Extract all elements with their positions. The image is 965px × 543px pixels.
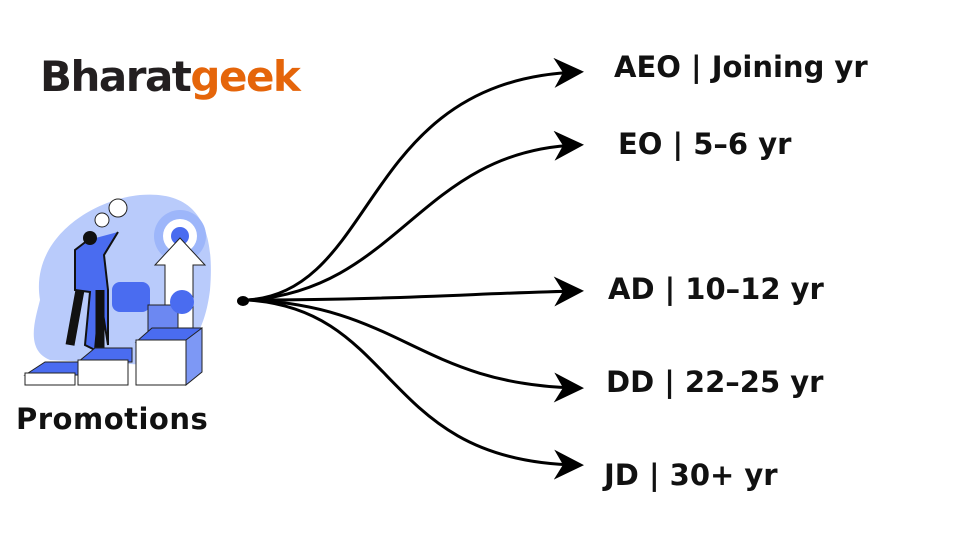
arrow-ad (247, 276, 584, 307)
arrow-dd (247, 298, 584, 403)
arrow-eo (247, 130, 584, 302)
branch-label-dd: DD | 22–25 yr (606, 365, 824, 399)
bharatgeek-logo: Bharatgeek (40, 52, 301, 101)
arrow-aeo (247, 57, 584, 302)
promotion-illustration (23, 194, 211, 387)
arrow-jd (247, 298, 584, 480)
branch-label-aeo: AEO | Joining yr (614, 50, 868, 84)
branch-label-ad: AD | 10–12 yr (608, 272, 824, 306)
origin-node (237, 296, 249, 306)
branch-label-jd: JD | 30+ yr (604, 458, 778, 492)
branch-label-eo: EO | 5–6 yr (618, 127, 792, 161)
promotions-caption: Promotions (16, 402, 209, 436)
